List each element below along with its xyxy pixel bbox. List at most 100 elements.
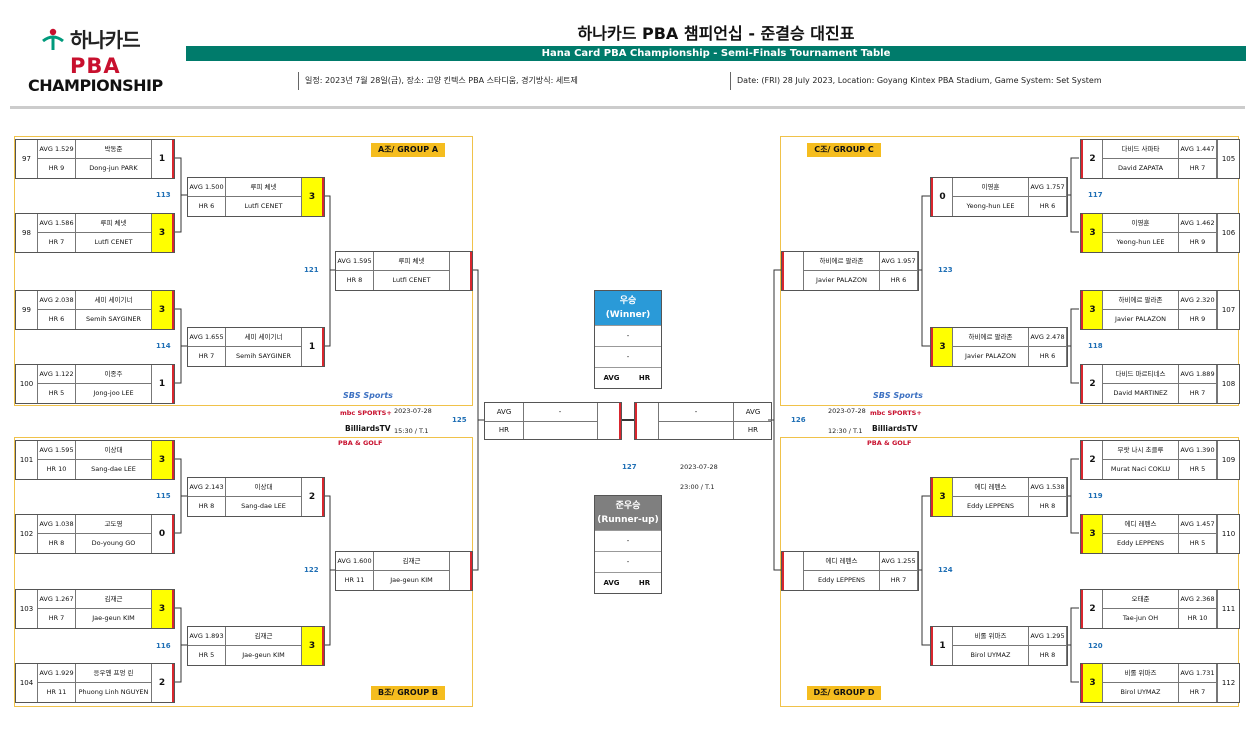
- player-avg: AVG 1.462: [1179, 214, 1217, 233]
- player-name-en: David MARTINEZ: [1103, 384, 1179, 403]
- player-name-en: Yeong-hun LEE: [1103, 233, 1179, 252]
- player-seed: 104: [16, 664, 38, 702]
- group-a-label: A조/ GROUP A: [371, 143, 445, 157]
- player-name-ko: 하비에르 팔라존: [804, 252, 880, 271]
- runnerup-name-en: -: [595, 551, 661, 572]
- player-hr: HR 6: [1029, 347, 1067, 366]
- billiards-tv-logo: BilliardsTV: [345, 424, 391, 433]
- player-hr: HR 6: [188, 197, 226, 216]
- player-hr: HR 5: [1179, 534, 1217, 553]
- player-name-ko: 이영훈: [953, 178, 1029, 197]
- player-score: 3: [1081, 291, 1103, 329]
- semifinal-left: AVG - HR: [484, 402, 622, 440]
- player-avg: AVG 2.143: [188, 478, 226, 497]
- semi-left-avg-label: AVG: [485, 403, 524, 422]
- pba-golf-logo-right: PBA & GOLF: [867, 439, 912, 447]
- player-hr: HR 11: [336, 571, 374, 590]
- player-name-ko: 오태준: [1103, 590, 1179, 609]
- player-hr: HR 8: [1029, 497, 1067, 516]
- player-name-ko: 응우옌 프엉 린: [76, 664, 152, 683]
- player-score: 1: [152, 365, 174, 403]
- player-hr: HR 7: [1179, 384, 1217, 403]
- player-hr: HR 5: [1179, 460, 1217, 479]
- player-hr: HR 7: [1179, 683, 1217, 702]
- player-score: 3: [1081, 515, 1103, 553]
- player-seed: 103: [16, 590, 38, 628]
- player-name-en: Eddy LEPPENS: [804, 571, 880, 590]
- player-name-ko: 김재근: [76, 590, 152, 609]
- match-number-122: 122: [304, 566, 319, 574]
- player-score: 3: [152, 590, 174, 628]
- right-semi-date: 2023-07-28: [828, 407, 866, 415]
- player-avg: AVG 1.595: [38, 441, 76, 460]
- player-name-ko: 세미 세이기너: [76, 291, 152, 310]
- player-hr: HR 5: [188, 646, 226, 665]
- player-hr: HR 8: [336, 271, 374, 290]
- player-score: 2: [152, 664, 174, 702]
- player-name-en: Sang-dae LEE: [76, 460, 152, 479]
- player-avg: AVG 1.538: [1029, 478, 1067, 497]
- player-name-en: Jae-geun KIM: [374, 571, 450, 590]
- player-hr: HR 6: [38, 310, 76, 329]
- player-avg: AVG 1.255: [880, 552, 918, 571]
- match-number-120: 120: [1088, 642, 1103, 650]
- player-avg: AVG 1.529: [38, 140, 76, 159]
- player-seed: 112: [1217, 664, 1239, 702]
- left-semi-time: 15:30 / T.1: [394, 427, 429, 435]
- player-score: 3: [931, 478, 953, 516]
- player-avg: AVG 1.893: [188, 627, 226, 646]
- match-number-116: 116: [156, 642, 171, 650]
- player-name-en: Javier PALAZON: [1103, 310, 1179, 329]
- player-hr: HR 6: [880, 271, 918, 290]
- player-avg: AVG 1.267: [38, 590, 76, 609]
- player-avg: AVG 2.478: [1029, 328, 1067, 347]
- semifinal-right: - AVG HR: [634, 402, 772, 440]
- player-seed: 108: [1217, 365, 1239, 403]
- player-avg: AVG 2.320: [1179, 291, 1217, 310]
- runnerup-box: 준우승 (Runner-up) - - AVG HR: [594, 495, 662, 594]
- runnerup-avg-label: AVG: [603, 579, 620, 587]
- player-name-en: Yeong-hun LEE: [953, 197, 1029, 216]
- player-avg: AVG 1.595: [336, 252, 374, 271]
- player-seed: 105: [1217, 140, 1239, 178]
- runnerup-stats: AVG HR: [595, 572, 661, 593]
- player-hr: HR 11: [38, 683, 76, 702]
- player-avg: AVG 1.731: [1179, 664, 1217, 683]
- winner-title-en: (Winner): [605, 310, 651, 320]
- player-name-en: Birol UYMAZ: [1103, 683, 1179, 702]
- player-seed: 107: [1217, 291, 1239, 329]
- player-hr: HR 10: [38, 460, 76, 479]
- player-score: 1: [152, 140, 174, 178]
- semi-right-name: -: [659, 403, 733, 422]
- player-name-en: Lutfi CENET: [226, 197, 302, 216]
- player-avg: AVG 1.889: [1179, 365, 1217, 384]
- player-name-ko: 다비드 사파타: [1103, 140, 1179, 159]
- player-hr: HR 6: [1029, 197, 1067, 216]
- page-title: 하나카드 PBA 챔피언십 - 준결승 대진표: [577, 24, 855, 43]
- player-seed: 110: [1217, 515, 1239, 553]
- match-number-117: 117: [1088, 191, 1103, 199]
- player-avg: AVG 1.655: [188, 328, 226, 347]
- group-d-label: D조/ GROUP D: [807, 686, 881, 700]
- semi-left-name: -: [523, 403, 597, 422]
- player-hr: HR 5: [38, 384, 76, 403]
- player-avg: AVG 1.295: [1029, 627, 1067, 646]
- player-hr: HR 9: [1179, 233, 1217, 252]
- winner-name-ko: -: [595, 325, 661, 346]
- player-name-ko: 이상대: [76, 441, 152, 460]
- player-name-en: Jae-geun KIM: [226, 646, 302, 665]
- logo-pba-text: PBA: [70, 54, 121, 78]
- winner-stats: AVG HR: [595, 367, 661, 388]
